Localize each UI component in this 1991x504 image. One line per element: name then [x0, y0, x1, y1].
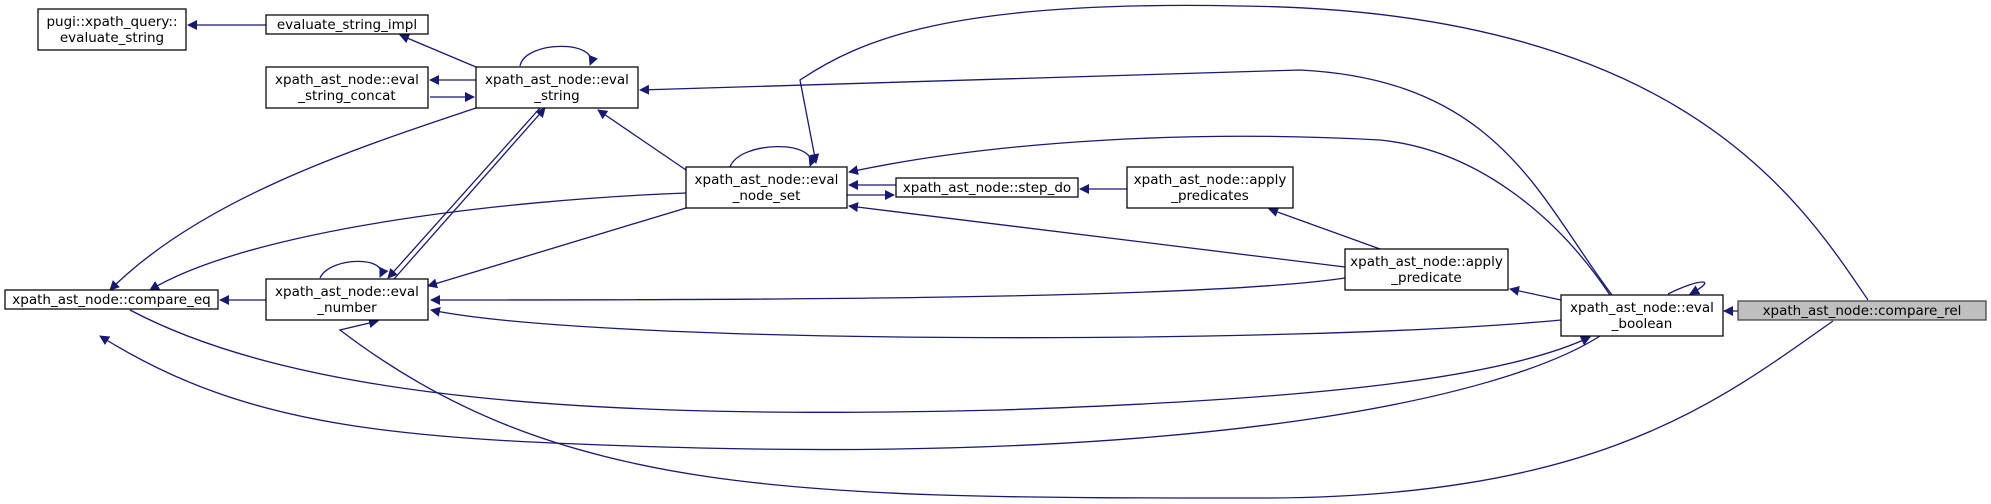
nodes-layer: xpath_ast_node::compare_rel xpath_ast_nod…: [4, 8, 1987, 337]
node-label: _string: [533, 88, 580, 104]
edge-compare-rel-to-eval-node-set: [799, 4, 1869, 301]
edge-apply-predicate-to-eval-number: [430, 277, 1346, 305]
node-label: xpath_ast_node::apply: [1350, 254, 1503, 270]
node-label: xpath_ast_node::apply: [1134, 172, 1287, 188]
edge-apply-predicate-to-apply-predicates: [1268, 207, 1381, 250]
node-eval-boolean[interactable]: xpath_ast_node::eval_boolean: [1560, 294, 1724, 337]
edge-eval-string-to-eval-number: [387, 107, 541, 279]
node-compare-rel[interactable]: xpath_ast_node::compare_rel: [1737, 300, 1987, 321]
edge-eval-node-set-to-eval-string: [597, 109, 687, 171]
node-eval-string[interactable]: xpath_ast_node::eval_string: [475, 66, 639, 109]
edge-eval-node-set-to-compare-eq: [149, 192, 687, 291]
node-label: xpath_ast_node::eval: [275, 284, 419, 300]
edge-compare-eq-to-eval-boolean: [129, 309, 1591, 413]
edge-apply-predicate-to-eval-node-set: [848, 202, 1346, 268]
edge-eval-boolean-to-eval-boolean: [1667, 281, 1706, 295]
edge-eval-boolean-to-eval-node-set: [848, 135, 1611, 296]
node-label: xpath_ast_node::compare_eq: [12, 292, 210, 308]
node-label: xpath_ast_node::eval: [275, 72, 419, 88]
edge-eval-boolean-to-eval-number: [430, 306, 1562, 339]
node-box: [895, 177, 1079, 198]
node-label: evaluate_string: [60, 30, 164, 46]
node-label: _number: [316, 300, 377, 316]
node-eval-number[interactable]: xpath_ast_node::eval_number: [265, 278, 429, 321]
node-apply-predicates[interactable]: xpath_ast_node::apply_predicates: [1126, 166, 1294, 209]
node-label: _predicate: [1390, 270, 1462, 286]
edge-eval-string-to-compare-eq: [109, 107, 477, 291]
node-step-do[interactable]: xpath_ast_node::step_do: [895, 177, 1079, 198]
node-box: [475, 66, 639, 109]
node-box: [1737, 300, 1987, 321]
node-box: [265, 278, 429, 321]
node-label: xpath_ast_node::compare_rel: [1763, 303, 1962, 319]
node-label: _node_set: [732, 188, 801, 204]
node-box: [685, 166, 848, 209]
node-label: _string_concat: [297, 88, 395, 104]
node-box: [265, 14, 429, 35]
node-apply-predicate[interactable]: xpath_ast_node::apply_predicate: [1344, 248, 1509, 291]
edge-eval-boolean-to-apply-predicate: [1509, 286, 1562, 301]
node-box: [1560, 294, 1724, 337]
edge-eval-number-to-eval-string: [393, 107, 546, 280]
node-evaluate-string[interactable]: pugi::xpath_query::evaluate_string: [37, 8, 187, 51]
edge-eval-number-to-eval-number: [319, 260, 389, 279]
edge-compare-rel-to-eval-number: [338, 318, 1834, 499]
edge-eval-string-to-eval-string: [519, 45, 598, 67]
node-box: [1344, 248, 1509, 291]
edge-eval-node-set-to-eval-node-set: [729, 145, 818, 168]
edge-eval-boolean-to-eval-string: [639, 69, 1613, 296]
edge-eval-node-set-to-eval-number: [427, 207, 687, 289]
node-box: [1126, 166, 1294, 209]
node-box: [4, 289, 219, 310]
edge-eval-boolean-to-compare-eq: [99, 335, 1601, 451]
node-label: _boolean: [1611, 316, 1673, 332]
node-box: [265, 66, 429, 109]
node-eval-string-concat[interactable]: xpath_ast_node::eval_string_concat: [265, 66, 429, 109]
node-box: [37, 8, 187, 51]
node-eval-node-set[interactable]: xpath_ast_node::eval_node_set: [685, 166, 848, 209]
node-label: xpath_ast_node::step_do: [903, 180, 1071, 196]
node-compare-eq[interactable]: xpath_ast_node::compare_eq: [4, 289, 219, 310]
node-label: xpath_ast_node::eval: [695, 172, 839, 188]
node-label: xpath_ast_node::eval: [485, 72, 629, 88]
node-evaluate-string-impl[interactable]: evaluate_string_impl: [265, 14, 429, 35]
node-label: xpath_ast_node::eval: [1570, 300, 1714, 316]
node-label: _predicates: [1170, 188, 1249, 204]
node-label: pugi::xpath_query::: [46, 14, 177, 30]
edges-layer: [99, 4, 1869, 499]
edge-eval-string-to-evaluate-string-impl: [399, 33, 477, 68]
node-label: evaluate_string_impl: [277, 17, 417, 33]
